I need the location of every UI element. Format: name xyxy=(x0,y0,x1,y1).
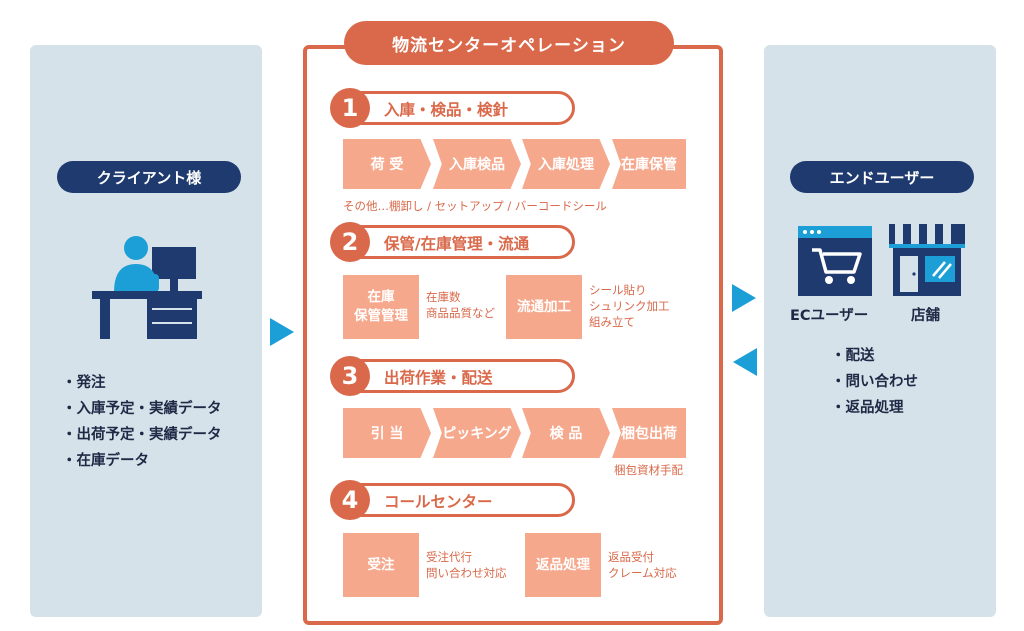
section-1-title: 入庫・検品・検針 xyxy=(384,101,509,119)
section-1-note: その他…棚卸し / セットアップ / バーコードシール xyxy=(343,199,607,213)
note-line: 在庫数 xyxy=(426,290,461,304)
client-item-list: 発注 入庫予定・実績データ 出荷予定・実績データ 在庫データ xyxy=(62,370,222,474)
box-label: 返品処理 xyxy=(536,556,590,573)
client-item: 出荷予定・実績データ xyxy=(62,422,222,448)
flow-step: 検 品 xyxy=(522,408,610,458)
note-line: シール貼り xyxy=(589,283,647,297)
box-label: 流通加工 xyxy=(517,298,571,315)
flow-step: ピッキング xyxy=(433,408,521,458)
note-line: 組み立て xyxy=(589,315,635,329)
section-3-note: 梱包資材手配 xyxy=(614,463,683,477)
section-2-header xyxy=(345,225,575,259)
returns-processing-notes: 返品受付 クレーム対応 xyxy=(608,549,677,581)
ec-user-label: ECユーザー xyxy=(790,308,869,324)
store-icon xyxy=(889,224,965,296)
operation-title: 物流センターオペレーション xyxy=(344,21,674,65)
shopping-cart-icon xyxy=(798,226,872,296)
arrow-left-icon xyxy=(733,348,757,376)
enduser-title: エンドユーザー xyxy=(790,161,974,193)
enduser-item-list: 配送 問い合わせ 返品処理 xyxy=(831,343,919,421)
store-label: 店舗 xyxy=(911,308,940,324)
client-item: 発注 xyxy=(62,370,222,396)
note-line: 商品品質など xyxy=(426,306,495,320)
section-4-number: 4 xyxy=(330,480,370,520)
returns-processing-box: 返品処理 xyxy=(525,533,601,597)
client-item: 在庫データ xyxy=(62,448,222,474)
enduser-item: 返品処理 xyxy=(831,395,918,421)
enduser-item: 配送 xyxy=(831,343,918,369)
flow-step: 入庫処理 xyxy=(522,139,610,189)
note-line: クレーム対応 xyxy=(608,566,677,580)
client-title: クライアント様 xyxy=(57,161,241,193)
flow-step: 引 当 xyxy=(343,408,431,458)
client-item: 入庫予定・実績データ xyxy=(62,396,222,422)
enduser-item: 問い合わせ xyxy=(831,369,919,395)
client-panel xyxy=(30,45,262,617)
section-2-number: 2 xyxy=(330,222,370,262)
arrow-right-icon xyxy=(732,284,756,312)
order-receiving-notes: 受注代行 問い合わせ対応 xyxy=(426,549,507,581)
section-1-header xyxy=(345,91,575,125)
arrow-right-icon xyxy=(270,318,294,346)
order-receiving-box: 受注 xyxy=(343,533,419,597)
flow-step: 荷 受 xyxy=(343,139,431,189)
flow-step: 在庫保管 xyxy=(612,139,686,189)
storage-management-box: 在庫 保管管理 xyxy=(343,275,419,339)
note-line: 受注代行 xyxy=(426,550,472,564)
note-line: 返品受付 xyxy=(608,550,654,564)
enduser-panel xyxy=(764,45,996,617)
section-1-number: 1 xyxy=(330,88,370,128)
distribution-processing-box: 流通加工 xyxy=(506,275,582,339)
section-2-title: 保管/在庫管理・流通 xyxy=(384,235,530,253)
section-3-number: 3 xyxy=(330,356,370,396)
person-at-desk-icon xyxy=(92,236,202,339)
box-line: 保管管理 xyxy=(354,308,408,324)
note-line: シュリンク加工 xyxy=(589,299,670,313)
storage-management-notes: 在庫数 商品品質など xyxy=(426,289,495,321)
section-3-title: 出荷作業・配送 xyxy=(384,369,493,387)
box-line: 在庫 xyxy=(367,289,395,305)
box-label: 受注 xyxy=(367,556,395,573)
note-line: 問い合わせ対応 xyxy=(426,566,507,580)
section-4-title: コールセンター xyxy=(384,493,493,511)
distribution-processing-notes: シール貼り シュリンク加工 組み立て xyxy=(589,282,670,330)
flow-step: 梱包出荷 xyxy=(612,408,686,458)
flow-step: 入庫検品 xyxy=(433,139,521,189)
